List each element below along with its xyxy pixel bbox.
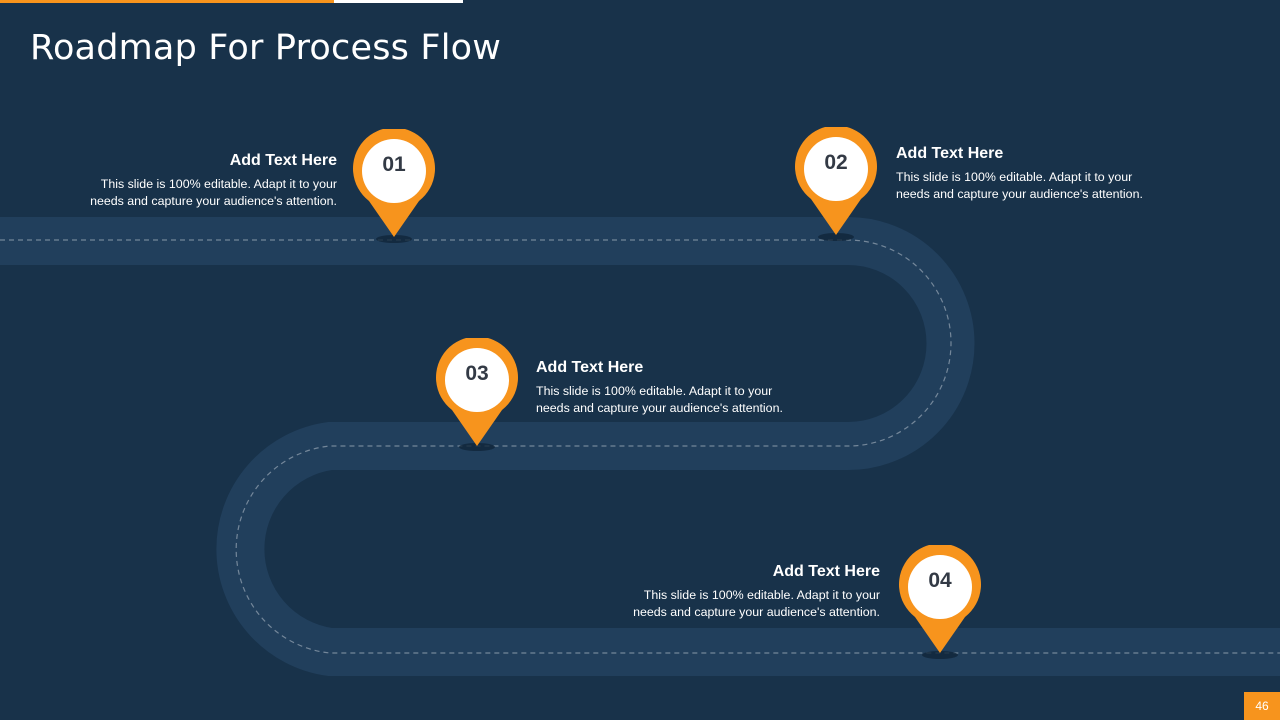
pin-shadow-02 xyxy=(818,233,854,241)
milestone-number-02: 02 xyxy=(824,151,848,174)
milestone-body-01-line2: needs and capture your audience's attent… xyxy=(90,193,337,208)
milestone-pin-02: 02 xyxy=(794,127,878,235)
milestone-pin-01: 01 xyxy=(352,129,436,237)
milestone-body-04-line2: needs and capture your audience's attent… xyxy=(633,604,880,619)
milestone-body-03-line2: needs and capture your audience's attent… xyxy=(536,400,783,415)
milestone-text-02: Add Text Here This slide is 100% editabl… xyxy=(896,144,1143,202)
milestone-heading-02: Add Text Here xyxy=(896,145,1004,162)
milestone-body-02-line2: needs and capture your audience's attent… xyxy=(896,186,1143,201)
road-center-line xyxy=(0,239,1280,654)
milestone-pin-03: 03 xyxy=(435,338,519,446)
milestone-text-03: Add Text Here This slide is 100% editabl… xyxy=(536,358,783,416)
page-number-badge: 46 xyxy=(1244,692,1280,720)
milestone-heading-04: Add Text Here xyxy=(772,563,880,580)
milestone-body-02-line1: This slide is 100% editable. Adapt it to… xyxy=(896,170,1133,184)
milestone-pin-04: 04 xyxy=(898,545,982,653)
milestone-number-01: 01 xyxy=(382,153,406,176)
milestone-body-04-line1: This slide is 100% editable. Adapt it to… xyxy=(643,588,880,602)
top-accent-bar-white xyxy=(334,0,463,3)
milestone-text-01: Add Text Here This slide is 100% editabl… xyxy=(90,151,337,209)
milestone-body-03-line1: This slide is 100% editable. Adapt it to… xyxy=(536,384,773,398)
milestone-number-04: 04 xyxy=(928,569,952,592)
pin-shadow-03 xyxy=(459,443,495,451)
top-accent-bar-orange xyxy=(0,0,334,3)
milestone-heading-03: Add Text Here xyxy=(536,359,644,376)
milestone-text-04: Add Text Here This slide is 100% editabl… xyxy=(633,562,880,620)
pin-shadow-04 xyxy=(922,651,958,659)
milestone-heading-01: Add Text Here xyxy=(229,152,337,169)
pin-shadow-01 xyxy=(376,235,412,243)
milestone-number-03: 03 xyxy=(465,362,489,385)
milestone-body-01-line1: This slide is 100% editable. Adapt it to… xyxy=(100,177,337,191)
page-title: Roadmap For Process Flow xyxy=(30,28,502,68)
